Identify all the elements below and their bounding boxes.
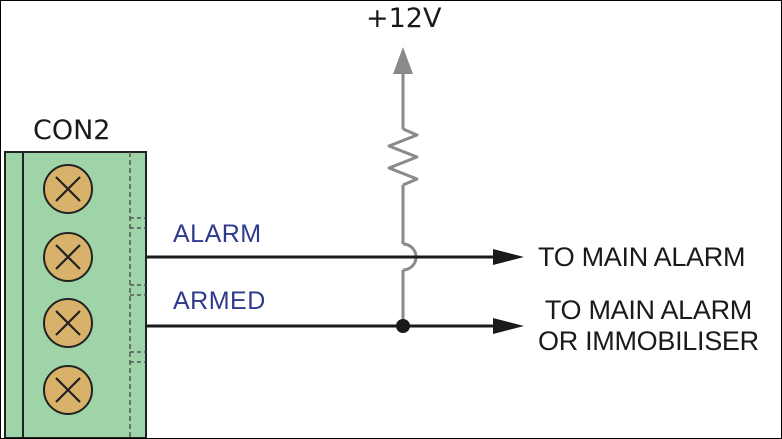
alarm-destination-label: TO MAIN ALARM (538, 242, 746, 272)
armed-destination-label: TO MAIN ALARM OR IMMOBILISER (538, 295, 759, 357)
terminal-screw-1 (42, 163, 94, 215)
terminal-screw-4 (42, 364, 94, 416)
terminal-screw-3 (42, 297, 94, 349)
terminal-screw-2 (42, 231, 94, 283)
alarm-signal-label: ALARM (173, 220, 262, 248)
armed-signal-label: ARMED (173, 287, 266, 315)
connector-label: CON2 (33, 115, 111, 146)
junction-dot (396, 319, 410, 333)
pullup-resistor-branch (387, 47, 419, 326)
alarm-arrowhead (493, 249, 524, 265)
supply-voltage-label: +12V (366, 3, 442, 34)
armed-destination-line-1: TO MAIN ALARM (544, 295, 752, 325)
resistor-symbol (387, 127, 419, 187)
armed-arrowhead (493, 318, 524, 334)
armed-wire (146, 318, 524, 334)
supply-arrowhead (393, 47, 413, 74)
alarm-wire (146, 249, 524, 265)
armed-destination-line-2: OR IMMOBILISER (538, 326, 759, 356)
